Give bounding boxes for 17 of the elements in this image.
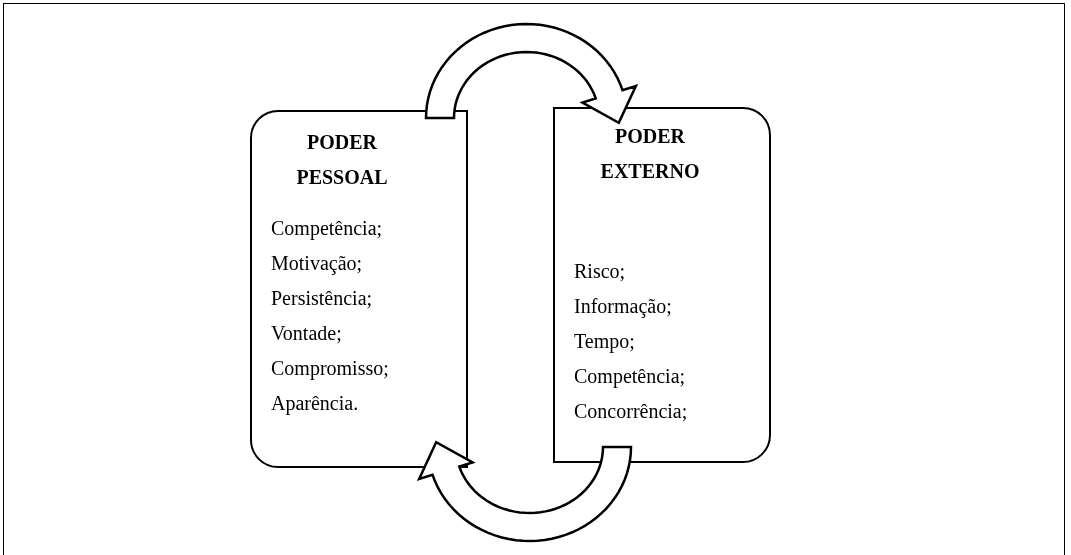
list-item: Competência; — [271, 216, 383, 240]
list-item: Competência; — [574, 364, 686, 388]
rounded-box — [553, 107, 771, 463]
list-item: Concorrência; — [574, 399, 688, 423]
curved-block-arrow — [416, 440, 633, 543]
list-item: Compromisso; — [271, 356, 389, 380]
rounded-box — [250, 110, 468, 468]
list-item: Vontade; — [271, 321, 342, 345]
list-item: Informação; — [574, 294, 672, 318]
list-item: Persistência; — [271, 286, 373, 310]
list-item: Aparência. — [271, 391, 359, 415]
box-heading: PODER EXTERNO — [599, 124, 701, 184]
list-item: Motivação; — [271, 251, 363, 275]
curved-block-arrow — [424, 22, 639, 125]
list-item: Risco; — [574, 259, 626, 283]
list-item: Tempo; — [574, 329, 635, 353]
box-heading: PODER PESSOAL — [295, 130, 389, 190]
